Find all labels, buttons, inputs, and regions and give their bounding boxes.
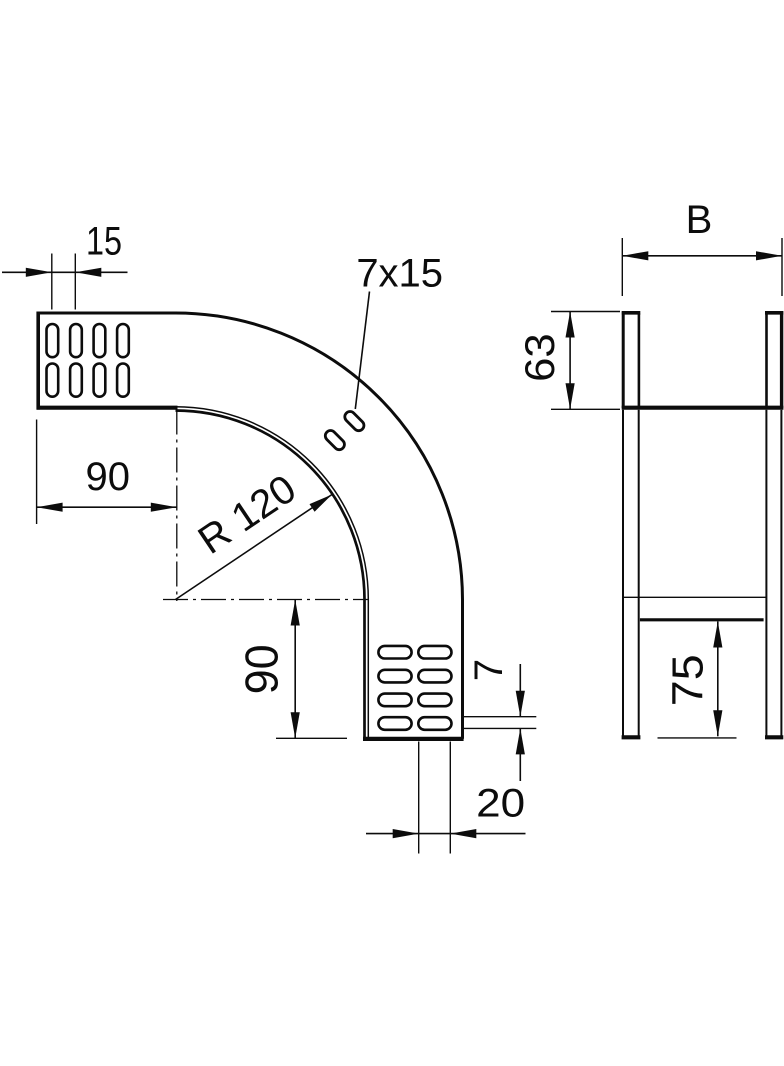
svg-text:7: 7	[467, 659, 511, 681]
svg-text:63: 63	[516, 333, 563, 382]
svg-text:7x15: 7x15	[356, 251, 443, 295]
svg-text:B: B	[686, 198, 713, 242]
svg-text:75: 75	[664, 654, 713, 706]
svg-text:20: 20	[476, 782, 525, 826]
svg-text:90: 90	[86, 455, 131, 499]
svg-text:15: 15	[86, 219, 122, 263]
svg-text:90: 90	[235, 644, 287, 694]
